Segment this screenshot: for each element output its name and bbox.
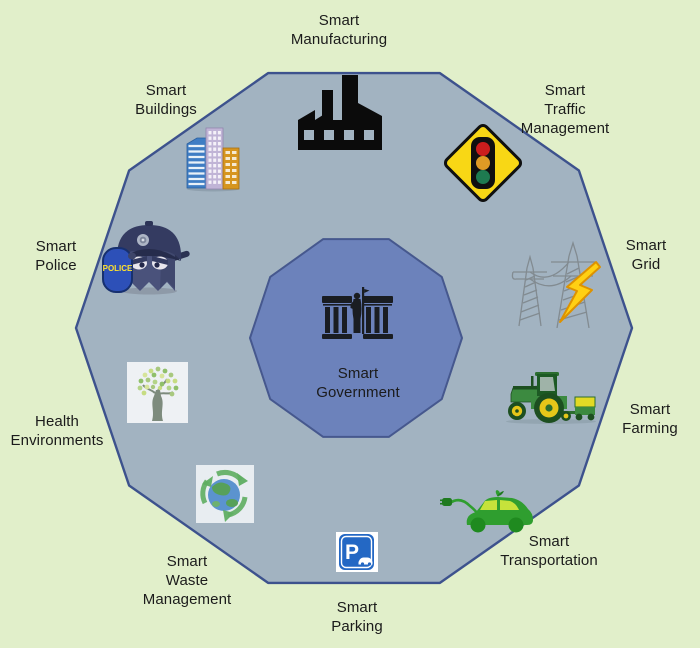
power-transmission-towers-icon (503, 236, 603, 328)
label-smart-manufacturing: Smart Manufacturing (290, 12, 388, 48)
label-smart-waste-management: Smart Waste Management (142, 553, 232, 608)
skyscrapers-icon (185, 125, 241, 192)
label-smart-parking: Smart Parking (331, 599, 383, 635)
police-shield-text: POLICE (103, 264, 133, 273)
label-smart-grid: Smart Grid (625, 237, 667, 273)
tree-icon (127, 362, 188, 423)
electric-car-icon (440, 489, 535, 534)
label-smart-buildings: Smart Buildings (135, 82, 197, 118)
label-smart-government: Smart Government (316, 365, 400, 401)
parking-letter: P (345, 541, 359, 564)
tractor-icon (503, 370, 603, 425)
label-smart-police: Smart Police (35, 238, 77, 274)
label-smart-farming: Smart Farming (622, 401, 678, 437)
label-health-environments: Health Environments (10, 413, 104, 449)
label-smart-traffic-management: Smart Traffic Management (520, 82, 610, 137)
recycle-earth-icon (196, 465, 254, 523)
factory-icon (295, 74, 385, 150)
police-ghost-icon: POLICE (102, 219, 192, 295)
label-smart-transportation: Smart Transportation (500, 533, 598, 569)
parking-sign-icon: P (336, 532, 378, 572)
government-building-icon (321, 287, 394, 343)
inner-decagon (249, 238, 463, 438)
traffic-light-sign-icon (438, 118, 528, 208)
